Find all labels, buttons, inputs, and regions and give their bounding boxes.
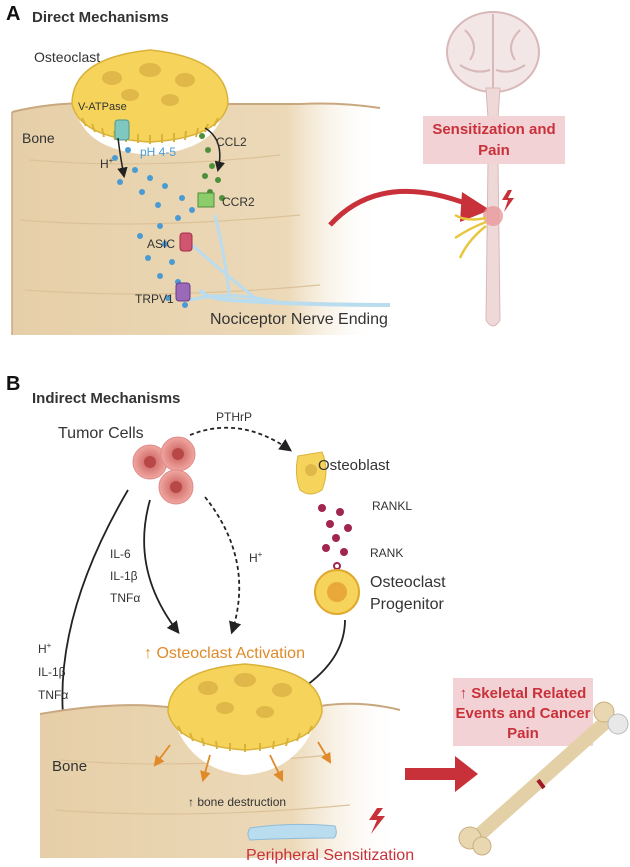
skeletal-label-1: ↑ Skeletal Related bbox=[460, 685, 587, 702]
progenitor-label-2: Progenitor bbox=[370, 596, 444, 613]
left-tnfa: TNFα bbox=[38, 688, 68, 702]
tumor-cells bbox=[132, 436, 196, 505]
skeletal-label-2: Events and Cancer bbox=[455, 705, 590, 722]
rank-receptor bbox=[333, 562, 341, 570]
asic-channel bbox=[179, 232, 193, 252]
destruction-label: ↑ bone destruction bbox=[188, 795, 286, 809]
h-plus-label-mid: H+ bbox=[249, 550, 263, 565]
osteoblast-label: Osteoblast bbox=[318, 457, 391, 474]
rankl-dots bbox=[318, 504, 352, 556]
v-atpase-label: V-ATPase bbox=[78, 101, 127, 113]
ccl2-label: CCL2 bbox=[216, 135, 247, 149]
proton-dots bbox=[112, 147, 195, 308]
nerve-label: Nociceptor Nerve Ending bbox=[210, 311, 388, 328]
panel-a-letter: A bbox=[6, 3, 20, 25]
cytokine-il1b: IL-1β bbox=[110, 569, 138, 583]
tumor-cells-label: Tumor Cells bbox=[58, 425, 144, 442]
v-atpase-pump bbox=[114, 119, 130, 141]
femur-bone bbox=[458, 701, 629, 856]
panel-a: A Direct Mechanisms Bone Osteoclast V-AT… bbox=[6, 3, 565, 335]
bone-label-a: Bone bbox=[22, 130, 55, 146]
lightning-icon-a bbox=[502, 190, 514, 212]
left-h-plus: H+ bbox=[38, 641, 52, 656]
ccr2-receptor bbox=[197, 192, 215, 208]
rankl-label: RANKL bbox=[372, 499, 412, 513]
skeletal-events-box bbox=[453, 678, 593, 746]
bone-block-a bbox=[11, 102, 381, 335]
nociceptor-nerve bbox=[189, 214, 391, 307]
sensitization-box bbox=[423, 116, 565, 164]
cytokine-tnfa: TNFα bbox=[110, 591, 140, 605]
red-arrow-a bbox=[328, 188, 471, 227]
ccl2-dots bbox=[199, 133, 225, 201]
cytokine-il6: IL-6 bbox=[110, 547, 131, 561]
orange-arrows bbox=[153, 741, 332, 783]
pthrp-label: PTHrP bbox=[216, 410, 252, 424]
asic-label: ASIC bbox=[147, 237, 175, 251]
ccr2-label: CCR2 bbox=[222, 195, 255, 209]
panel-a-title: Direct Mechanisms bbox=[32, 9, 169, 26]
red-arrow-b bbox=[405, 756, 478, 792]
ph-label: pH 4-5 bbox=[140, 145, 176, 159]
h-plus-label-a: H+ bbox=[100, 156, 114, 171]
lightning-icon-b bbox=[369, 808, 385, 834]
left-il1b: IL-1β bbox=[38, 665, 66, 679]
sensitization-label-2: Pain bbox=[478, 142, 510, 159]
sensitization-label-1: Sensitization and bbox=[432, 121, 555, 138]
activation-label: ↑ Osteoclast Activation bbox=[144, 645, 305, 662]
peripheral-label: Peripheral Sensitization bbox=[246, 847, 414, 864]
panel-b-title: Indirect Mechanisms bbox=[32, 390, 180, 407]
skeletal-label-3: Pain bbox=[507, 725, 539, 742]
osteoclast-label-a: Osteoclast bbox=[34, 49, 100, 65]
panel-b-letter: B bbox=[6, 373, 20, 395]
osteoclast-cell-b bbox=[167, 663, 323, 752]
trpv1-channel bbox=[175, 282, 191, 302]
brain-spinal-cord bbox=[446, 11, 540, 327]
peripheral-nerve bbox=[247, 823, 337, 841]
bone-label-b: Bone bbox=[52, 758, 87, 775]
rank-label: RANK bbox=[370, 546, 403, 560]
progenitor-label-1: Osteoclast bbox=[370, 574, 446, 591]
panel-b: B Indirect Mechanisms Tumor Cells PTHrP … bbox=[6, 373, 629, 864]
osteoclast-cell-a bbox=[71, 49, 229, 144]
trpv1-label: TRPV1 bbox=[135, 292, 174, 306]
